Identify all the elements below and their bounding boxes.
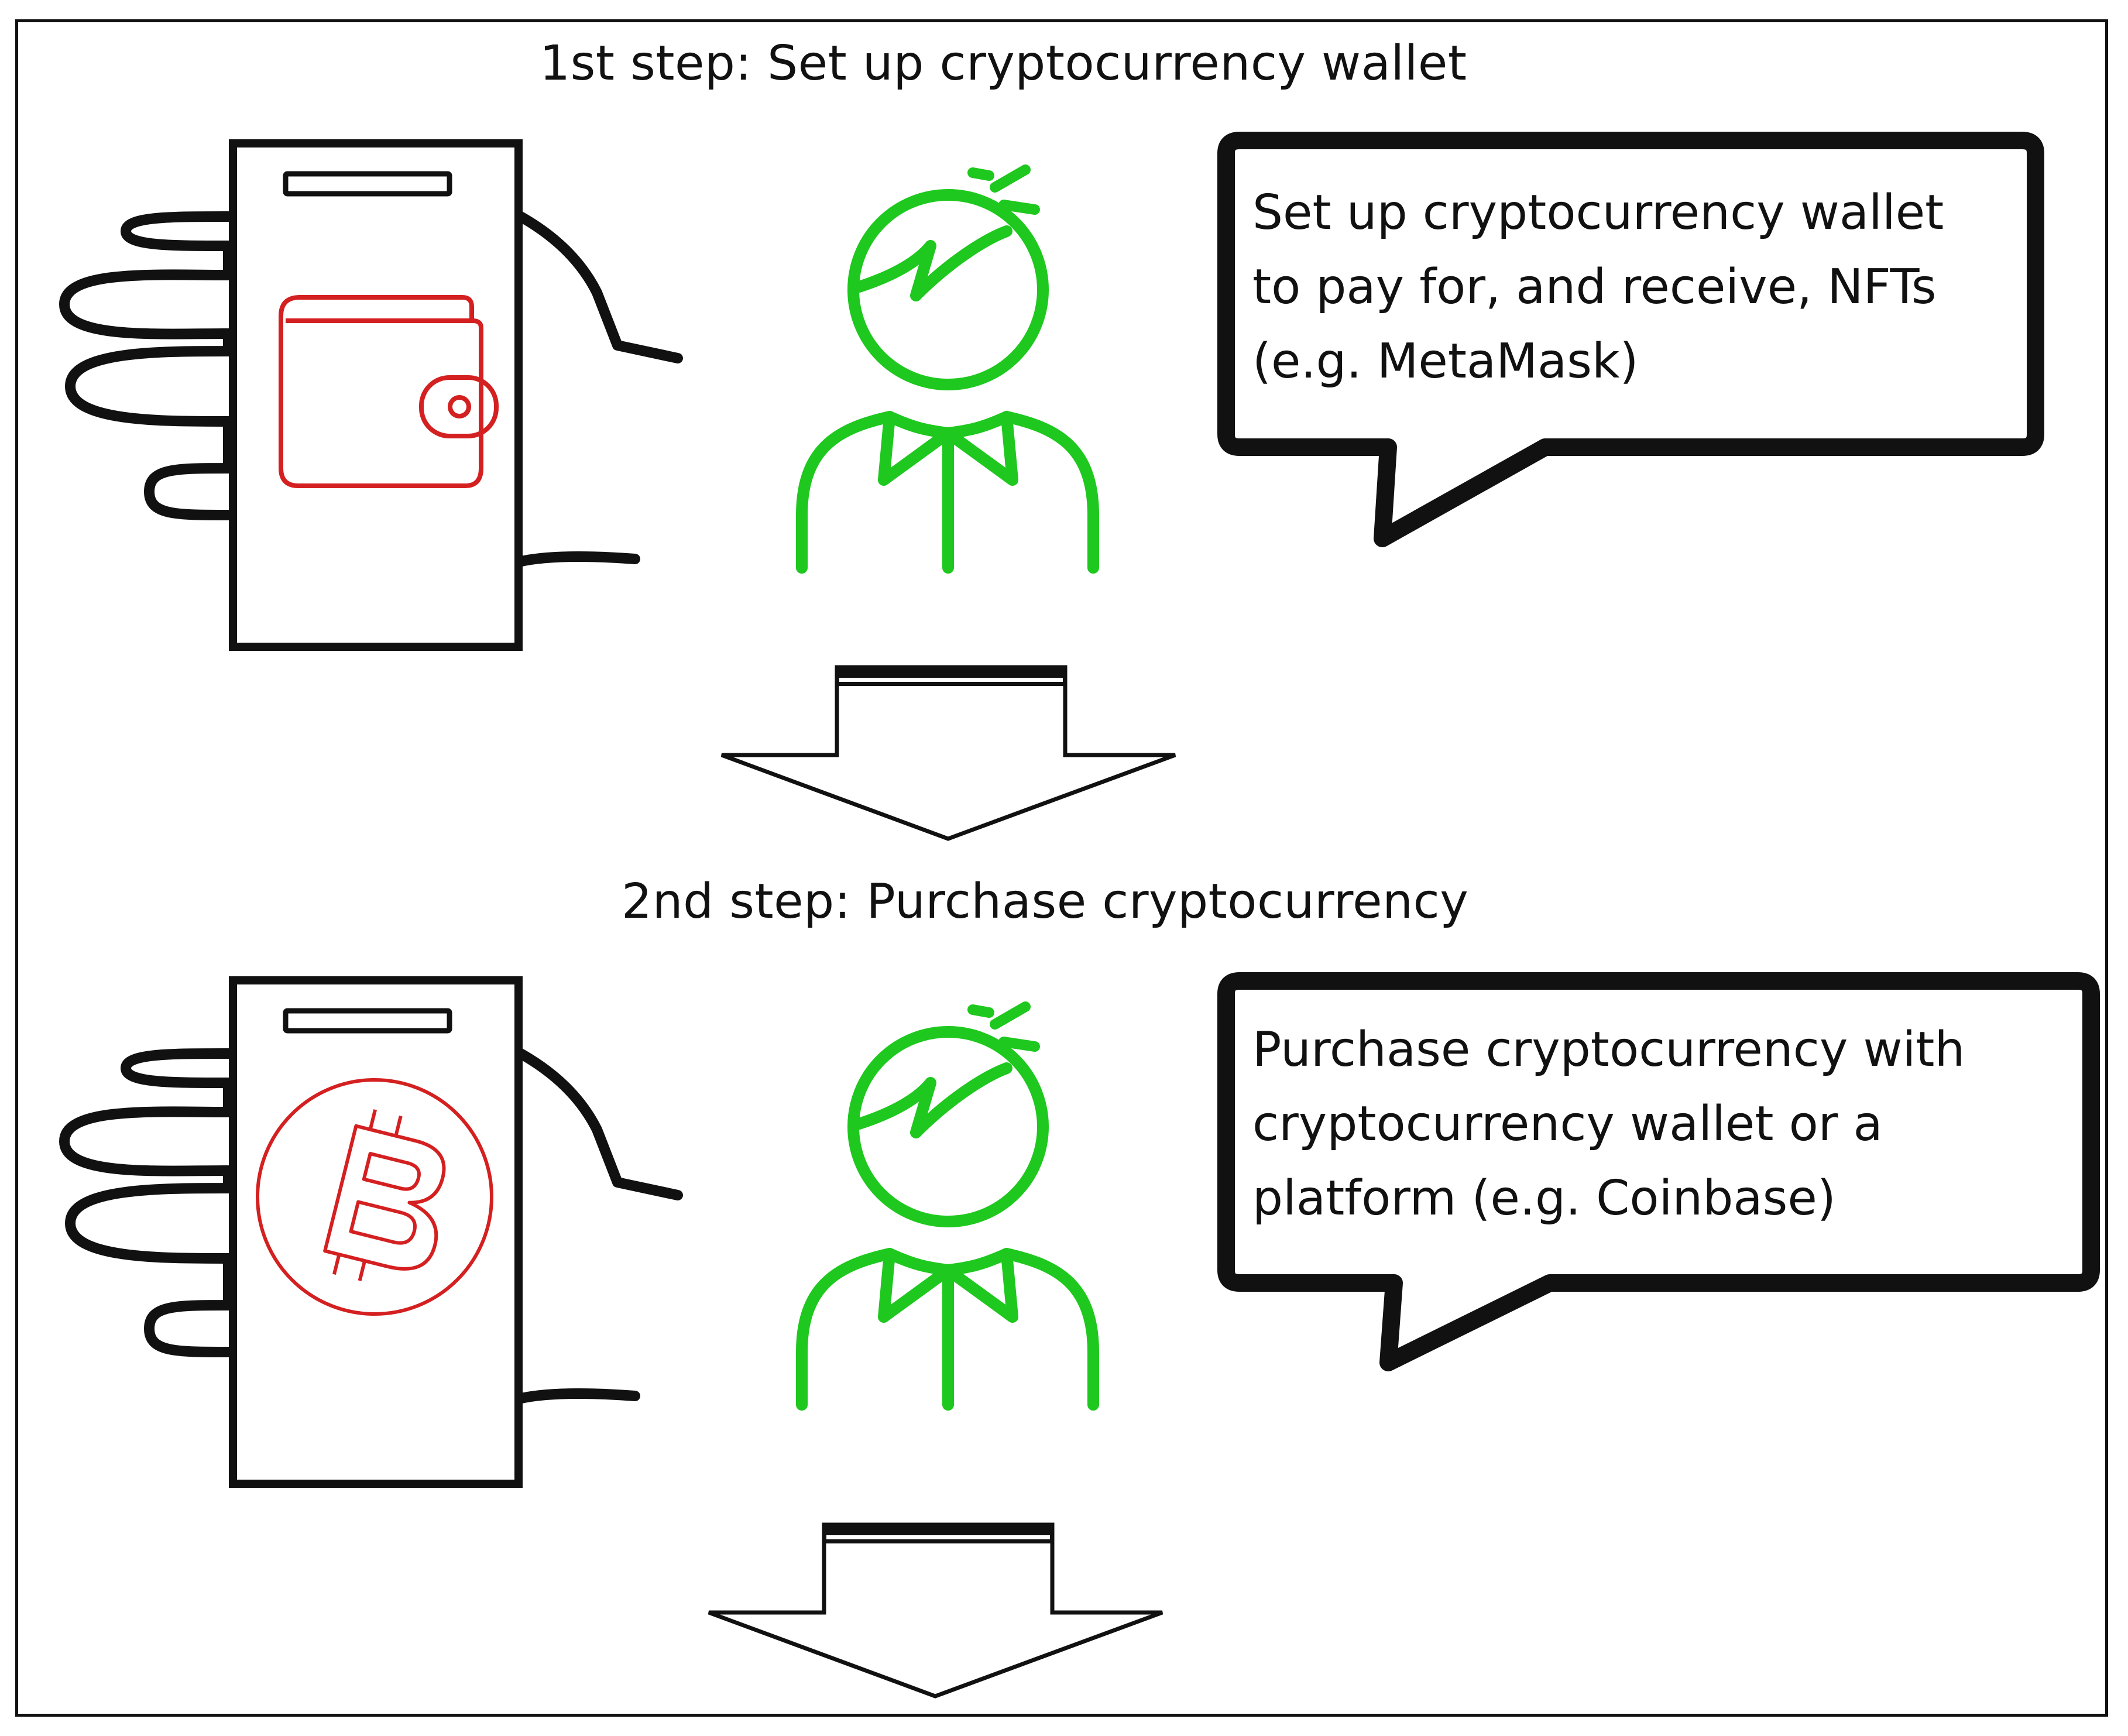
step1-phone-group: [64, 143, 678, 647]
step2-bubble-text: Purchase cryptocurrency with cryptocurre…: [1252, 1022, 1965, 1226]
step2-speech-bubble: [1217, 972, 2100, 1371]
bitcoin-icon: [256, 1078, 493, 1316]
step1-person-icon: [802, 170, 1093, 568]
step1-down-arrow-icon: [722, 667, 1175, 839]
step2-down-arrow-icon: [709, 1525, 1162, 1696]
step2-phone-group: [64, 980, 678, 1484]
step1-speech-bubble: [1217, 132, 2044, 547]
step2-title: 2nd step: Purchase cryptocurrency: [622, 874, 1469, 929]
wallet-icon: [279, 295, 499, 488]
step1-bubble-text: Set up cryptocurrency wallet to pay for,…: [1252, 185, 1944, 389]
step1-title: 1st step: Set up cryptocurrency wallet: [540, 36, 1467, 91]
step2-phone-icon: [233, 980, 519, 1484]
step1-phone-icon: [233, 143, 519, 647]
step2-person-icon: [802, 1007, 1093, 1405]
